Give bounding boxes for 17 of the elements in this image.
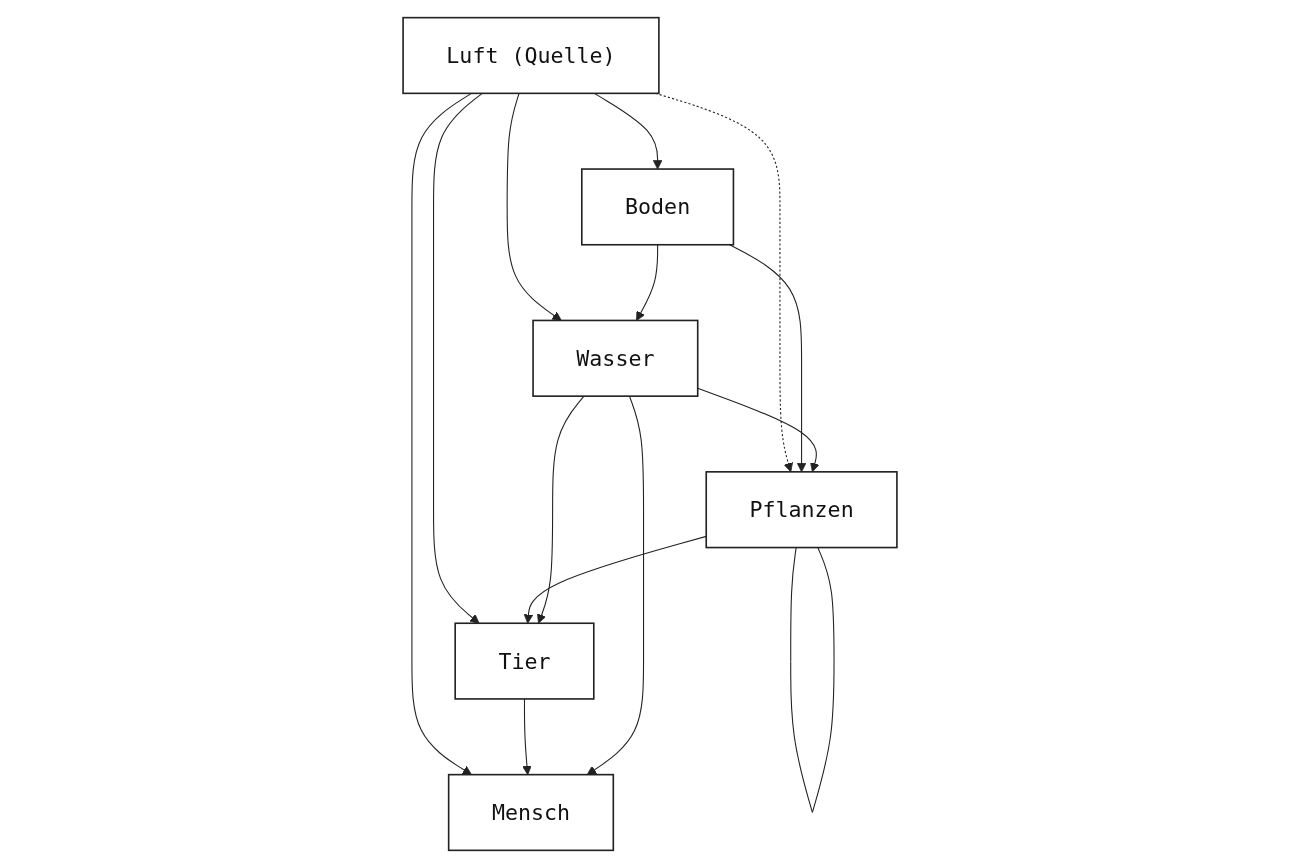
arrow: [729, 244, 807, 473]
node-box: Boden: [581, 168, 735, 246]
node-box: Pflanzen: [705, 471, 898, 549]
node-box: Luft (Quelle): [402, 16, 660, 95]
node-box: Tier: [454, 622, 595, 700]
arrow: [636, 244, 659, 321]
node-box: Mensch: [447, 773, 615, 852]
arrow: [697, 387, 820, 473]
node-box: Wasser: [532, 319, 699, 397]
arrow: [433, 92, 483, 624]
arrow: [411, 92, 472, 776]
arrow: [523, 535, 707, 624]
arrow: [586, 395, 645, 776]
arrow: [522, 698, 532, 776]
arrow: [506, 92, 562, 321]
arrow: [537, 395, 585, 624]
arrow: [593, 92, 663, 170]
